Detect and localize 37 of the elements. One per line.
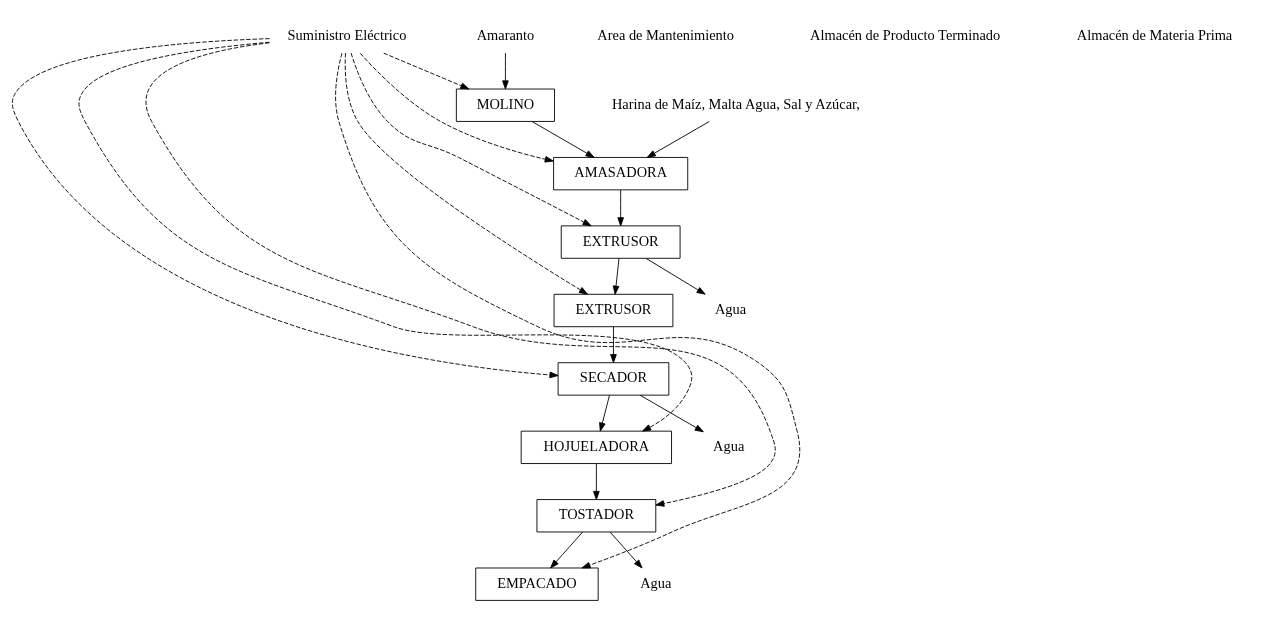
arrow <box>610 326 617 364</box>
node-text: Agua <box>714 300 747 317</box>
arrow <box>617 189 624 227</box>
arrow <box>550 531 584 569</box>
arrow <box>383 52 470 90</box>
arrow <box>639 394 704 433</box>
node-box: SECADOR <box>557 362 670 396</box>
node-box: AMASADORA <box>553 157 689 191</box>
arrow <box>502 52 509 90</box>
node-box: HOJUELADORA <box>520 430 672 464</box>
node-box: MOLINO <box>455 88 555 122</box>
label: Almacén de Producto Terminado <box>810 27 1001 44</box>
label: Area de Mantenimiento <box>597 27 735 44</box>
node-text: Amaranto <box>476 27 535 44</box>
node-box: TOSTADOR <box>536 499 657 533</box>
arrow <box>609 531 643 569</box>
node-text: Suministro Eléctrico <box>287 27 407 44</box>
node-box: EXTRUSOR <box>560 225 681 259</box>
arrow <box>145 42 776 507</box>
node-text: Harina de Maíz, Malta Agua, Sal y Azúcar, <box>611 95 860 112</box>
node-text: Agua <box>713 437 745 454</box>
arrow <box>11 38 559 379</box>
arrow <box>335 52 801 569</box>
arrow <box>593 463 600 500</box>
arrow <box>599 394 610 432</box>
node-text: Agua <box>640 574 672 591</box>
arrow <box>646 121 710 158</box>
arrow <box>531 121 595 158</box>
node-box: EMPACADO <box>475 567 599 601</box>
arrow <box>359 52 554 163</box>
label: Almacén de Materia Prima <box>1076 27 1233 44</box>
arrow <box>645 258 706 295</box>
arrow <box>612 258 620 295</box>
arrow <box>78 41 693 432</box>
node-box: EXTRUSOR <box>553 293 674 328</box>
arrow <box>344 52 588 295</box>
arrow <box>350 52 592 227</box>
